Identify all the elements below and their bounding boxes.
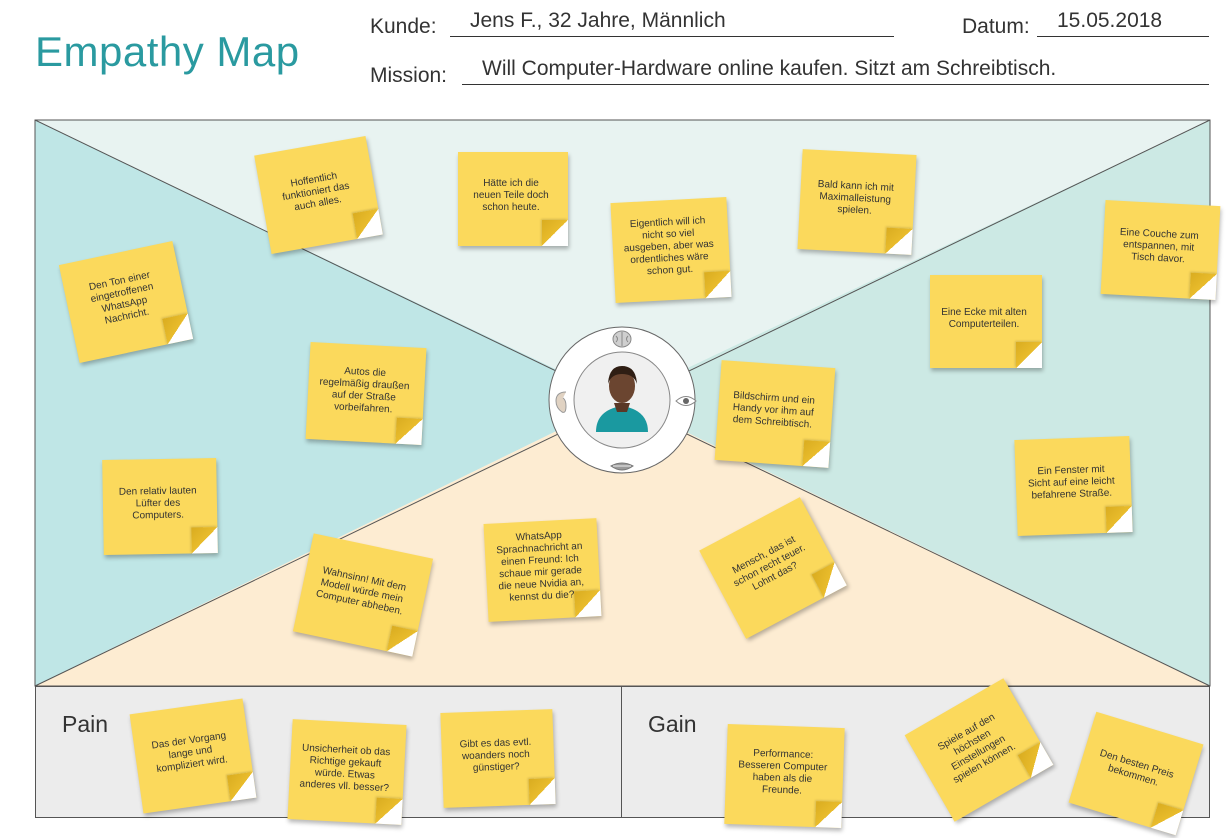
eye-icon	[675, 396, 697, 406]
see-area	[620, 120, 1210, 686]
sticky-note-see-4[interactable]: Ein Fenster mit Sicht auf eine leicht be…	[1014, 436, 1133, 536]
kunde-field[interactable]: Jens F., 32 Jahre, Männlich	[450, 8, 894, 37]
pain-label: Pain	[62, 711, 109, 737]
sticky-note-think-1[interactable]: Hoffentlich funktioniert das auch alles.	[254, 135, 383, 255]
sticky-note-hear-2[interactable]: Autos die regelmäßig draußen auf der Str…	[305, 342, 427, 445]
sticky-note-think-4[interactable]: Bald kann ich mit Maximalleistung spiele…	[797, 149, 917, 255]
sticky-note-think-3[interactable]: Eigentlich will ich nicht so viel ausgeb…	[610, 197, 732, 303]
mission-field[interactable]: Will Computer-Hardware online kaufen. Si…	[462, 56, 1209, 85]
sticky-note-say-2[interactable]: WhatsApp Sprachnachricht an einen Freund…	[483, 518, 602, 622]
sticky-note-pain-2[interactable]: Unsicherheit ob das Richtige gekauft wür…	[287, 719, 407, 825]
page-title: Empathy Map	[35, 28, 300, 75]
kunde-label: Kunde:	[370, 15, 437, 38]
datum-field[interactable]: 15.05.2018	[1037, 8, 1209, 37]
mission-label: Mission:	[370, 64, 448, 87]
sticky-note-pain-3[interactable]: Gibt es das evtl. woanders noch günstige…	[440, 709, 556, 808]
mouth-icon	[610, 462, 634, 471]
person-icon	[596, 366, 648, 432]
sticky-note-see-1[interactable]: Eine Couche zum entspannen, mit Tisch da…	[1100, 200, 1221, 300]
sticky-note-pain-1[interactable]: Das der Vorgang lange und kompliziert wi…	[129, 698, 257, 814]
sticky-note-think-2[interactable]: Hätte ich die neuen Teile doch schon heu…	[458, 152, 568, 246]
sticky-note-hear-3[interactable]: Den relativ lauten Lüfter des Computers.	[102, 458, 218, 555]
sticky-note-see-3[interactable]: Bildschirm und ein Handy vor ihm auf dem…	[714, 360, 836, 468]
datum-label: Datum:	[962, 15, 1030, 38]
gain-label: Gain	[648, 711, 697, 737]
ear-icon	[555, 391, 567, 413]
brain-icon	[612, 330, 632, 348]
sticky-note-gain-1[interactable]: Performance: Besseren Computer haben als…	[724, 723, 845, 829]
sticky-note-see-2[interactable]: Eine Ecke mit alten Computerteilen.	[930, 275, 1042, 368]
